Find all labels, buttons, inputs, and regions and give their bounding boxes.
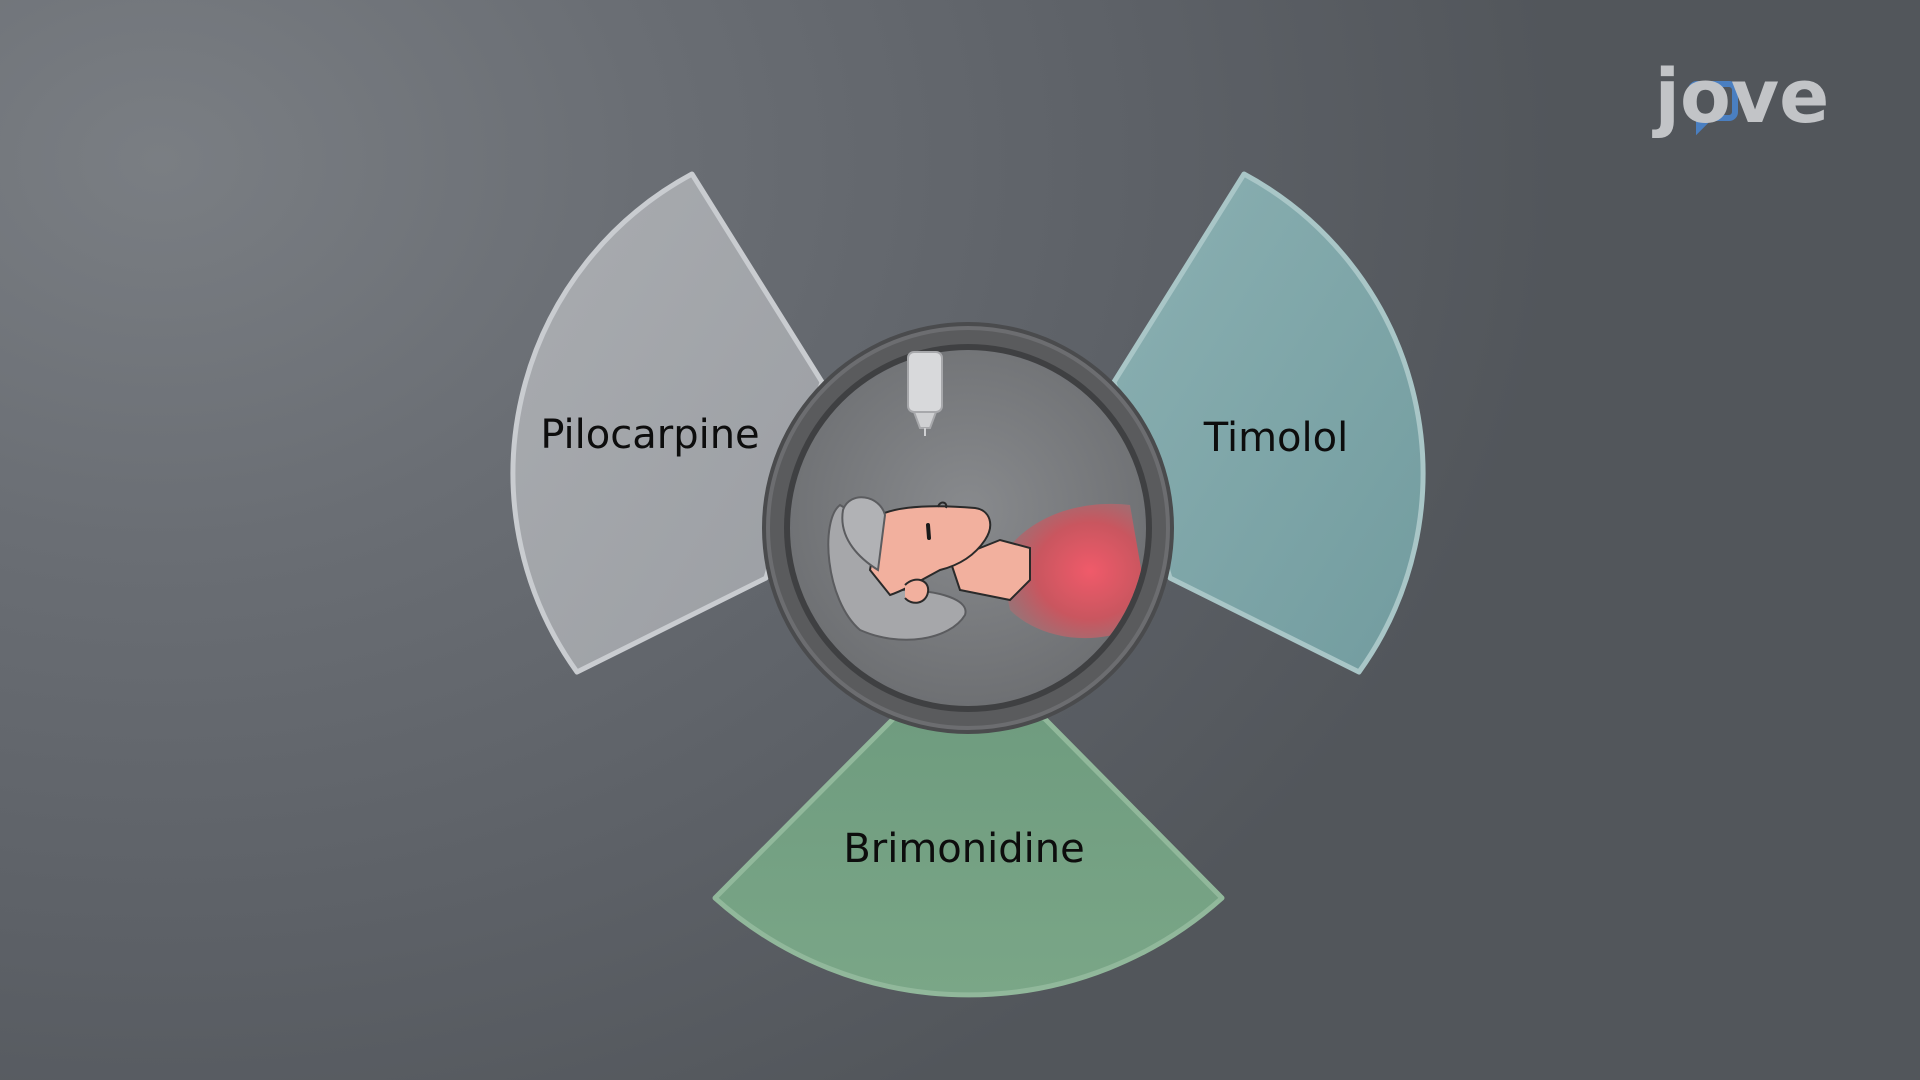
sector-label-timolol: Timolol xyxy=(1203,415,1348,461)
sector-timolol: Timolol xyxy=(1111,171,1426,675)
jove-logo: jove xyxy=(1652,54,1830,140)
logo-speech-bubble-icon xyxy=(1688,81,1738,136)
sector-brimonidine-shape xyxy=(712,715,1225,998)
logo-text: jove xyxy=(1652,54,1830,140)
patient-shirt xyxy=(1000,503,1146,639)
sector-pilocarpine: Pilocarpine xyxy=(510,171,825,675)
sector-pilocarpine-shape xyxy=(510,171,825,675)
sector-timolol-shape xyxy=(1111,171,1426,675)
patient-ear xyxy=(904,578,930,604)
sector-label-pilocarpine: Pilocarpine xyxy=(540,412,759,458)
patient-hair-front xyxy=(841,496,887,572)
eye-drop-bottle-icon xyxy=(907,351,943,436)
patient-receiving-eye-drops-icon xyxy=(762,322,1174,734)
sector-brimonidine: Brimonidine xyxy=(712,715,1225,998)
sector-label-brimonidine: Brimonidine xyxy=(843,826,1084,872)
